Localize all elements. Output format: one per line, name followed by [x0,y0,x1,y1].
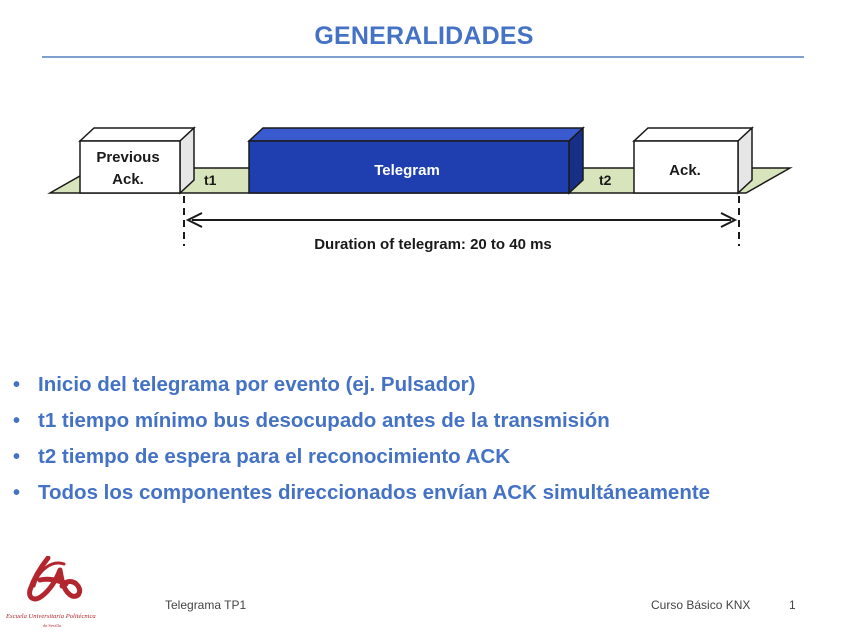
list-item: •Todos los componentes direccionados env… [10,479,710,515]
page-number: 1 [789,598,796,612]
telegram-timing-diagram: Previous Ack. t1 Telegram t2 Ack. Durati… [47,126,793,253]
t2-label: t2 [599,172,612,188]
bullet-list: •Inicio del telegrama por evento (ej. Pu… [10,371,710,515]
t1-label: t1 [204,172,217,188]
footer-left-text: Telegrama TP1 [165,598,247,612]
list-item: •Inicio del telegrama por evento (ej. Pu… [10,371,710,407]
previous-ack-label-line1: Previous [96,149,159,166]
slide-title: GENERALIDADES [314,22,534,50]
footer-course-text: Curso Básico KNX [651,598,751,612]
logo-text-line2: de Sevilla [43,623,61,628]
telegram-label: Telegram [374,162,440,179]
previous-ack-label-line2: Ack. [112,171,144,188]
ack-label: Ack. [669,162,701,179]
bullet-dot-icon: • [13,446,21,468]
telegram-box: Telegram [247,126,585,195]
university-logo: Escuela Universitaria Politécnica de Sev… [5,556,96,628]
previous-ack-box: Previous Ack. [78,126,196,195]
logo-mark-icon [27,556,83,602]
bullet-dot-icon: • [13,482,21,504]
list-item: •t2 tiempo de espera para el reconocimie… [10,443,710,479]
duration-arrow [185,212,738,228]
duration-label: Duration of telegram: 20 to 40 ms [314,236,552,253]
logo-text-line1: Escuela Universitaria Politécnica [5,613,96,620]
ack-box: Ack. [632,126,754,195]
bullet-dot-icon: • [13,410,21,432]
list-item: •t1 tiempo mínimo bus desocupado antes d… [10,407,710,443]
bullet-dot-icon: • [13,374,21,396]
title-divider [42,56,804,58]
